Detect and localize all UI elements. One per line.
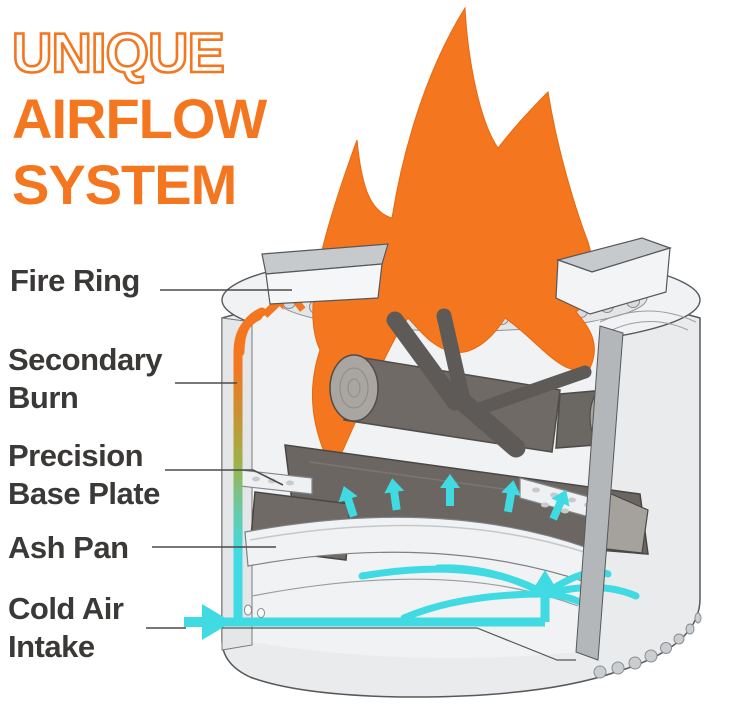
leader-precision-base-plate	[165, 469, 284, 486]
leader-lines	[146, 289, 292, 629]
intake-holes	[593, 612, 702, 679]
title-line-system: SYSTEM	[12, 153, 237, 216]
flame-icon	[311, 6, 595, 474]
title-line-unique: UNIQUE	[11, 20, 226, 86]
title-line-airflow: AIRFLOW	[12, 87, 267, 150]
cold-air-arrow-icon	[184, 311, 640, 640]
page-title: UNIQUE AIRFLOW SYSTEM	[11, 20, 268, 218]
label-precision-base-plate: Precision Base Plate	[8, 438, 160, 511]
label-ash-pan: Ash Pan	[8, 530, 129, 565]
cutaway-edge	[575, 325, 624, 661]
label-fire-ring: Fire Ring	[10, 263, 140, 298]
base-detail	[222, 604, 702, 679]
label-secondary-burn: Secondary Burn	[8, 342, 163, 415]
rim-arcs	[599, 310, 697, 331]
fire-ring-lip	[261, 237, 672, 315]
label-cold-air-intake: Cold Air Intake	[8, 591, 124, 664]
temperature-gradient-channel	[233, 311, 263, 627]
